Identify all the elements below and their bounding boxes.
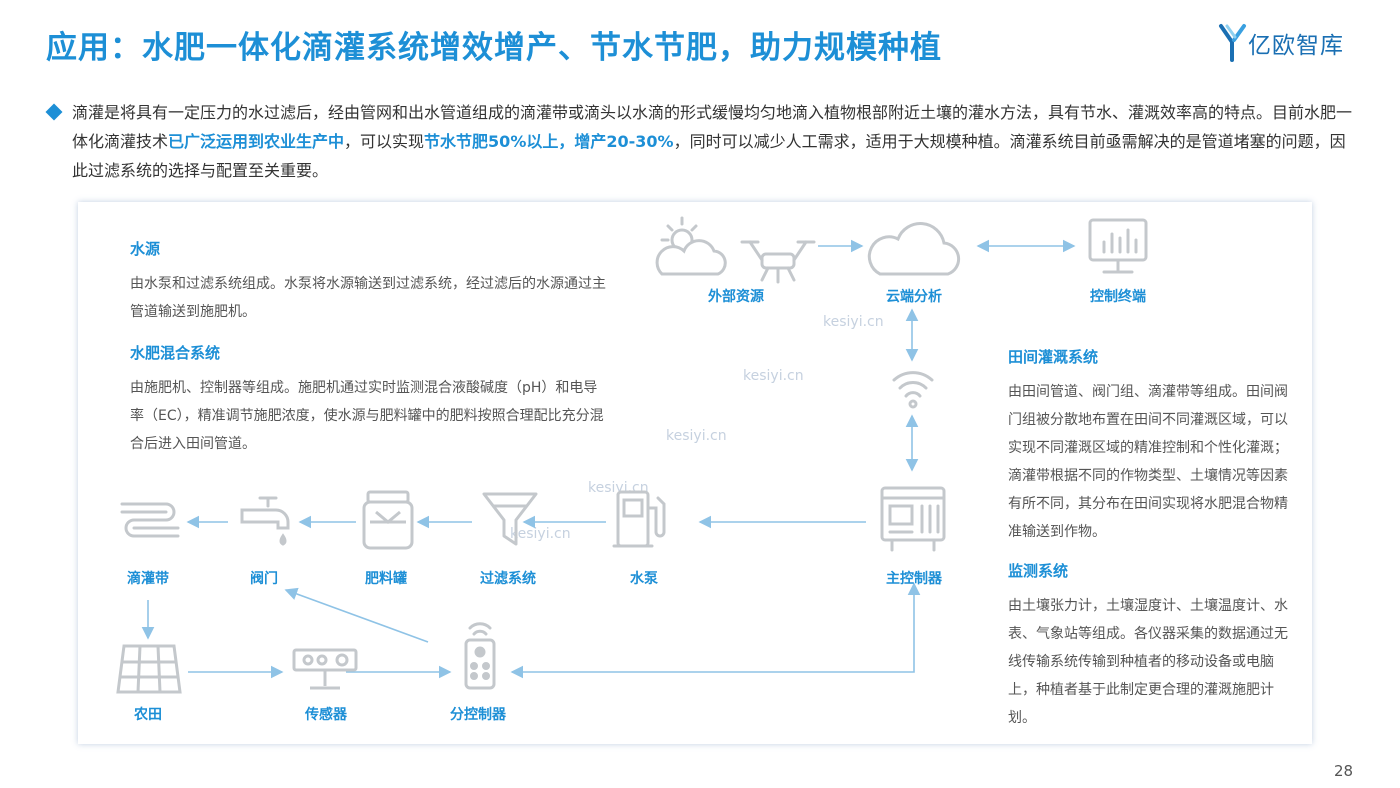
node-label-sensor: 传感器 [305, 707, 347, 723]
section-text-mixing: 由施肥机、控制器等组成。施肥机通过实时监测混合液酸碱度（pH）和电导率（EC），… [130, 380, 604, 452]
section-text-monitor: 由土壤张力计，土壤湿度计、土壤温度计、水表、气象站等组成。各仪器采集的数据通过无… [1008, 598, 1288, 726]
intro-text-1: 滴灌是将具有一定压力的水过滤后，经由管网和出水管道组成的滴灌带或滴头以水滴的形式… [72, 103, 1353, 151]
farmland-solar-icon [116, 644, 182, 694]
intro-text-3: ，同时可以减少人工需求，适用于大规模种植。滴灌系统目前亟需解决的是管道堵塞的问题… [72, 132, 1346, 180]
node-label-main-ctrl: 主控制器 [886, 571, 942, 587]
intro-highlight-1: 已广泛运用到农业生产中 [168, 132, 345, 151]
node-label-pump: 水泵 [630, 571, 658, 587]
logo-text: 亿欧智库 [1248, 33, 1344, 59]
filter-funnel-icon [482, 492, 538, 546]
watermark: kesiyi.cn [666, 428, 727, 444]
watermark: kesiyi.cn [743, 368, 804, 384]
node-label-valve: 阀门 [250, 571, 278, 587]
node-label-drip-belt: 滴灌带 [127, 571, 169, 587]
node-label-tank: 肥料罐 [365, 571, 407, 587]
main-controller-icon [880, 486, 946, 552]
logo-mark-icon [1219, 24, 1246, 62]
valve-faucet-icon [240, 496, 290, 546]
wifi-icon [892, 371, 934, 409]
node-label-external: 外部资源 [708, 289, 764, 305]
section-text-water-source: 由水泵和过滤系统组成。水泵将水源输送到过滤系统，经过滤后的水源通过主管道输送到施… [130, 276, 606, 320]
section-title-water-source: 水源 [130, 240, 161, 258]
drone-icon [740, 240, 816, 284]
node-label-sub-ctrl: 分控制器 [450, 707, 506, 723]
intro-text-2: ，可以实现 [344, 132, 425, 151]
watermark: kesiyi.cn [823, 314, 884, 330]
node-label-terminal: 控制终端 [1090, 289, 1146, 305]
water-pump-icon [612, 490, 666, 548]
section-text-field: 由田间管道、阀门组、滴灌带等组成。田间阀门组被分散地布置在田间不同灌溉区域，可以… [1008, 384, 1288, 540]
drip-belt-icon [120, 502, 180, 538]
monitor-chart-icon [1088, 218, 1148, 274]
cloud-icon [867, 222, 961, 276]
page-title: 应用：水肥一体化滴灌系统增效增产、节水节肥，助力规模种植 [46, 30, 942, 66]
flow-arrows [141, 239, 1076, 679]
section-title-monitor: 监测系统 [1008, 562, 1069, 580]
page-number: 28 [1334, 762, 1354, 780]
sub-controller-remote-icon [464, 622, 496, 690]
node-label-filter: 过滤系统 [480, 571, 536, 587]
weather-cloud-sun-icon [655, 216, 727, 276]
fertilizer-tank-icon [362, 490, 414, 550]
node-label-cloud: 云端分析 [886, 289, 942, 305]
node-label-farmland: 农田 [134, 707, 162, 723]
section-title-mixing: 水肥混合系统 [130, 344, 221, 362]
diagram-panel: kesiyi.cn kesiyi.cn kesiyi.cn kesiyi.cn … [78, 202, 1312, 744]
watermark: kesiyi.cn [510, 526, 571, 542]
logo: 亿欧智库 [1218, 20, 1368, 64]
intro-highlight-2: 节水节肥50%以上，增产20-30% [424, 132, 674, 151]
section-title-field: 田间灌溉系统 [1008, 348, 1099, 366]
sensor-icon [292, 648, 358, 690]
intro-paragraph: 滴灌是将具有一定压力的水过滤后，经由管网和出水管道组成的滴灌带或滴头以水滴的形式… [45, 98, 1358, 185]
